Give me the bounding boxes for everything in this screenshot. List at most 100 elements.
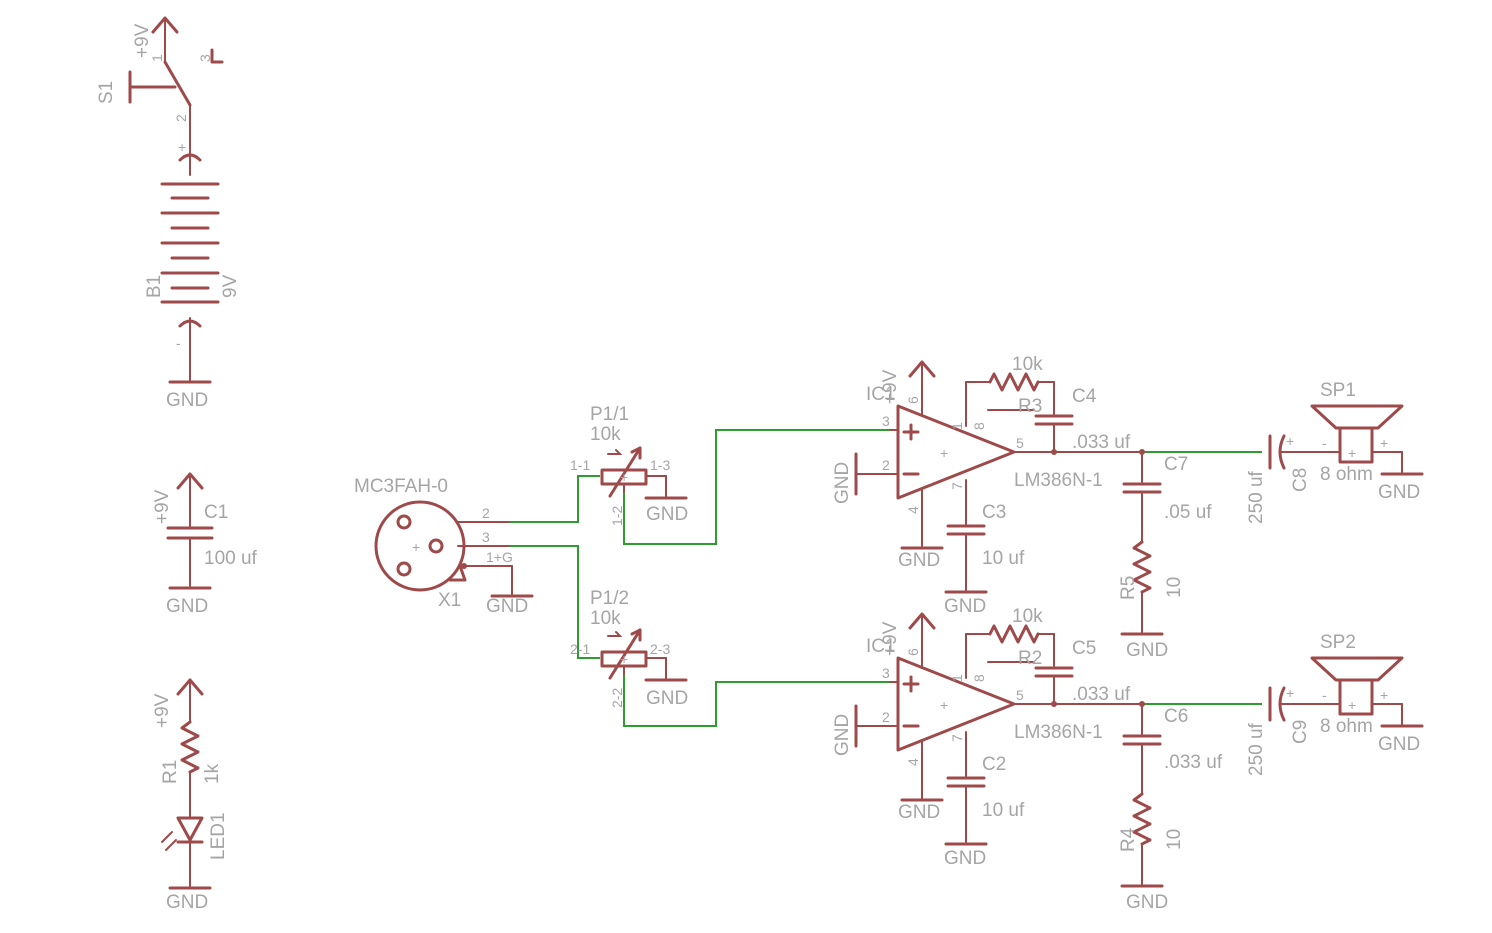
sp1-minus: -	[1322, 435, 1327, 451]
b1-label: B1	[144, 275, 165, 298]
c7-label: C7	[1164, 454, 1188, 475]
ic-bot-part: LM386N-1	[1014, 722, 1103, 743]
input-nets	[510, 429, 890, 727]
s1-pin2: 2	[173, 114, 189, 122]
c5-label: C5	[1072, 638, 1096, 659]
s1-supply-label: +9V	[132, 23, 153, 58]
ic-top-label: IC1	[866, 384, 896, 405]
x1-pin2: 2	[482, 505, 490, 521]
connector-x1: MC3FAH-0 2 3 1+G + X1 GND	[354, 476, 534, 617]
ic-bot-pin6: 6	[905, 648, 921, 656]
c7-value: .05 uf	[1164, 502, 1212, 523]
led1-label: LED1	[208, 812, 229, 860]
sp2-plus-in: +	[1348, 697, 1356, 713]
capacitor-c1: +9V C1 100 uf GND	[152, 472, 258, 617]
b1-plus-mark: +	[178, 139, 186, 155]
b1-gnd: GND	[166, 390, 208, 411]
ic-top-gnd-left: GND	[832, 462, 853, 504]
sp2-plus-out: +	[1380, 687, 1388, 703]
resistor-r1-led1: +9V R1 1k LED1 GND	[152, 678, 229, 913]
r4-label: R4	[1118, 827, 1139, 852]
led1-gnd: GND	[166, 892, 208, 913]
amplifier-bottom: + IC1 +9V LM386N-1 3	[832, 606, 1262, 913]
c9-value: 250 uf	[1246, 722, 1267, 776]
x1-pin-g: 1+G	[486, 549, 513, 565]
ic-top-pin3: 3	[882, 413, 890, 429]
c3-gnd: GND	[944, 596, 986, 617]
ic-top-pin4: 4	[905, 506, 921, 514]
c1-label: C1	[204, 502, 228, 523]
ic-top-supply: +9V	[880, 369, 901, 404]
amp-top-center: +	[940, 445, 948, 461]
ic-top-part: LM386N-1	[1014, 470, 1103, 491]
c8-value: 250 uf	[1246, 470, 1267, 524]
c6-value: .033 uf	[1164, 752, 1223, 773]
c9-label: C9	[1290, 720, 1311, 744]
ic-top-gnd-bottom: GND	[898, 550, 940, 571]
ic-bot-supply: +9V	[880, 621, 901, 656]
sp1-value: 8 ohm	[1320, 464, 1373, 485]
amp-bot-center: +	[940, 697, 948, 713]
p12-gnd: GND	[646, 688, 688, 709]
p11-gnd: GND	[646, 504, 688, 525]
ic-bot-pin8: 8	[971, 674, 987, 682]
x1-label: X1	[438, 590, 461, 611]
r3-value: 10k	[1012, 354, 1043, 375]
x1-part-name: MC3FAH-0	[354, 476, 448, 497]
p11-pin1: 1-1	[570, 457, 590, 473]
p12-pin3: 2-3	[650, 641, 670, 657]
r5-gnd: GND	[1126, 640, 1168, 661]
p12-label: P1/2	[590, 588, 629, 609]
switch-s1: S1 +9V 1 2 3	[96, 16, 224, 149]
sp2-label: SP2	[1320, 632, 1356, 653]
c6-label: C6	[1164, 706, 1188, 727]
p12-plus: +	[620, 651, 628, 667]
ic-bot-pin7: 7	[949, 734, 965, 742]
c8-label: C8	[1290, 468, 1311, 492]
b1-minus-mark: -	[176, 335, 181, 351]
c3-value: 10 uf	[982, 548, 1025, 569]
sp1-gnd: GND	[1378, 482, 1420, 503]
c2-gnd: GND	[944, 848, 986, 869]
c5-value: .033 uf	[1072, 684, 1131, 705]
output-top: - + + + 250 uf C8 SP1 8 ohm GND	[1246, 380, 1424, 524]
s1-pin1: 1	[149, 54, 165, 62]
c2-label: C2	[982, 754, 1006, 775]
p11-pin3: 1-3	[650, 457, 670, 473]
r1-supply: +9V	[152, 693, 173, 728]
c1-supply: +9V	[152, 489, 173, 524]
p12-value: 10k	[590, 608, 621, 629]
c2-value: 10 uf	[982, 800, 1025, 821]
amplifier-top: + IC1 +9V LM386N-1 3	[832, 354, 1262, 661]
potentiometer-p11: P1/1 10k 1-1 1-3 1-2 + GND	[570, 404, 688, 526]
x1-gnd: GND	[486, 596, 528, 617]
sp1-plus-out: +	[1380, 435, 1388, 451]
sp2-gnd: GND	[1378, 734, 1420, 755]
battery-b1: + - B1 9V GND	[144, 139, 241, 411]
c8-plus: +	[1286, 433, 1294, 449]
ic-top-pin2: 2	[882, 457, 890, 473]
ic-top-pin6: 6	[905, 396, 921, 404]
p11-label: P1/1	[590, 404, 629, 425]
c9-plus: +	[1286, 685, 1294, 701]
p11-value: 10k	[590, 424, 621, 445]
sp2-minus: -	[1322, 687, 1327, 703]
x1-plus: +	[412, 539, 420, 555]
ic-bot-pin2: 2	[882, 709, 890, 725]
ic-top-pin7: 7	[949, 482, 965, 490]
p12-pin1: 2-1	[570, 641, 590, 657]
ic-bot-gnd-bottom: GND	[898, 802, 940, 823]
sp1-plus-in: +	[1348, 445, 1356, 461]
c4-label: C4	[1072, 386, 1097, 407]
ic-bot-label: IC1	[866, 636, 896, 657]
c3-label: C3	[982, 502, 1006, 523]
r4-value: 10	[1164, 829, 1185, 850]
r1-label: R1	[160, 760, 181, 784]
r1-value: 1k	[202, 763, 223, 784]
r5-label: R5	[1118, 576, 1139, 600]
ic-bot-pin4: 4	[905, 758, 921, 766]
x1-pin3: 3	[482, 529, 490, 545]
c4-value: .033 uf	[1072, 432, 1131, 453]
c1-gnd: GND	[166, 596, 208, 617]
